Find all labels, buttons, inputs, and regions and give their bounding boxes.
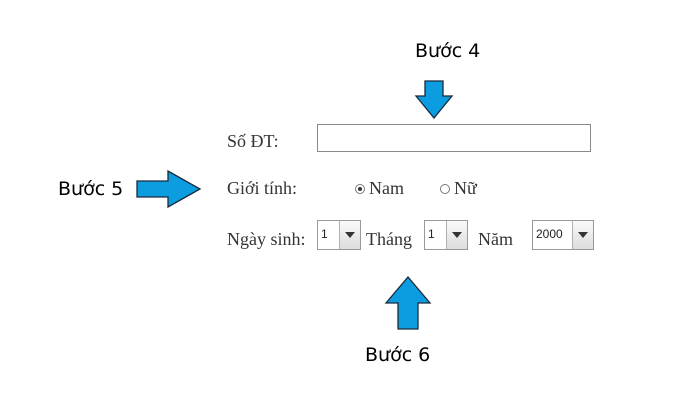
phone-label: Số ĐT: bbox=[227, 131, 279, 151]
radio-unchecked-icon bbox=[440, 183, 450, 194]
step-5-label: Bước 5 bbox=[58, 178, 124, 200]
year-select[interactable]: 2000 bbox=[532, 220, 594, 250]
gender-option-label: Nam bbox=[369, 178, 404, 198]
year-label: Năm bbox=[478, 229, 513, 249]
gender-radio-nu[interactable]: Nữ bbox=[440, 178, 477, 199]
year-dropdown-button[interactable] bbox=[572, 221, 593, 249]
step-4-label: Bước 4 bbox=[415, 40, 481, 62]
month-label: Tháng bbox=[366, 229, 412, 249]
gender-option-label: Nữ bbox=[454, 178, 477, 198]
day-select[interactable]: 1 bbox=[317, 220, 361, 250]
triangle-down-icon bbox=[578, 232, 588, 238]
gender-radio-nam[interactable]: Nam bbox=[355, 178, 404, 199]
phone-input[interactable] bbox=[317, 124, 591, 152]
triangle-down-icon bbox=[345, 232, 355, 238]
day-dropdown-button[interactable] bbox=[339, 221, 360, 249]
step-6-label: Bước 6 bbox=[365, 344, 431, 366]
radio-checked-icon bbox=[355, 183, 365, 194]
arrow-down-icon bbox=[414, 80, 454, 120]
arrow-up-icon bbox=[384, 275, 432, 330]
year-select-value: 2000 bbox=[536, 227, 563, 241]
day-select-value: 1 bbox=[321, 227, 328, 241]
month-select[interactable]: 1 bbox=[424, 220, 468, 250]
month-dropdown-button[interactable] bbox=[446, 221, 467, 249]
triangle-down-icon bbox=[452, 232, 462, 238]
arrow-right-icon bbox=[136, 169, 202, 209]
gender-label: Giới tính: bbox=[227, 178, 298, 198]
month-select-value: 1 bbox=[428, 227, 435, 241]
dob-label: Ngày sinh: bbox=[227, 229, 306, 249]
